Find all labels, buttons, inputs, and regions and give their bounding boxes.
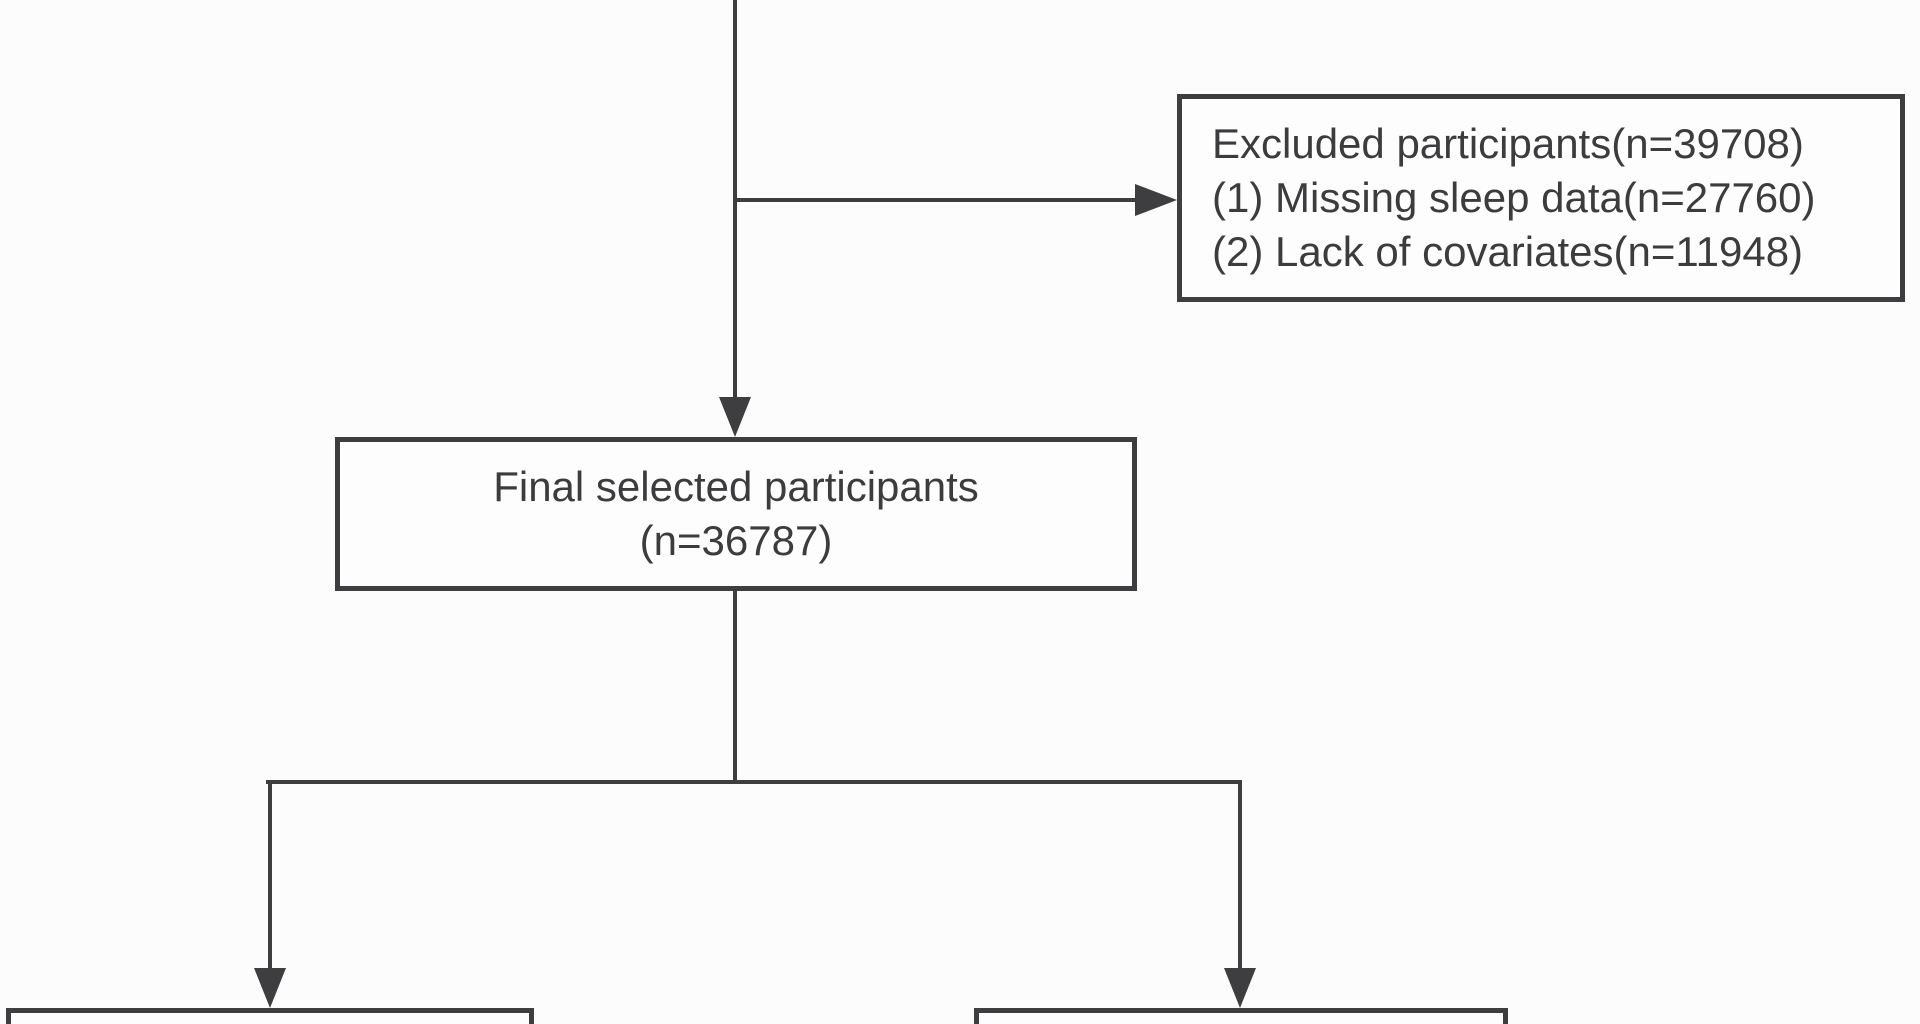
- down-arrowhead-right-icon: [1224, 968, 1256, 1008]
- connector-split-horizontal: [266, 780, 1242, 784]
- down-arrowhead-left-icon: [254, 968, 286, 1008]
- excluded-line-2: (1) Missing sleep data(n=27760): [1212, 174, 1816, 221]
- node-bottom-left: [6, 1008, 534, 1024]
- excluded-line-1: Excluded participants(n=39708): [1212, 120, 1804, 167]
- excluded-line-3: (2) Lack of covariates(n=11948): [1212, 228, 1804, 275]
- node-final-selected-participants: Final selected participants (n=36787): [335, 437, 1137, 591]
- right-arrowhead-icon: [1135, 184, 1177, 216]
- connector-exclusion-horizontal: [733, 198, 1137, 202]
- connector-mid-vertical: [733, 589, 737, 783]
- connector-right-vertical: [1238, 780, 1242, 968]
- connector-left-vertical: [268, 780, 272, 968]
- final-line-2: (n=36787): [639, 517, 833, 564]
- node-bottom-right: [974, 1008, 1508, 1024]
- down-arrowhead-icon: [719, 397, 751, 437]
- node-excluded-participants: Excluded participants(n=39708) (1) Missi…: [1177, 94, 1905, 302]
- final-line-1: Final selected participants: [493, 463, 979, 510]
